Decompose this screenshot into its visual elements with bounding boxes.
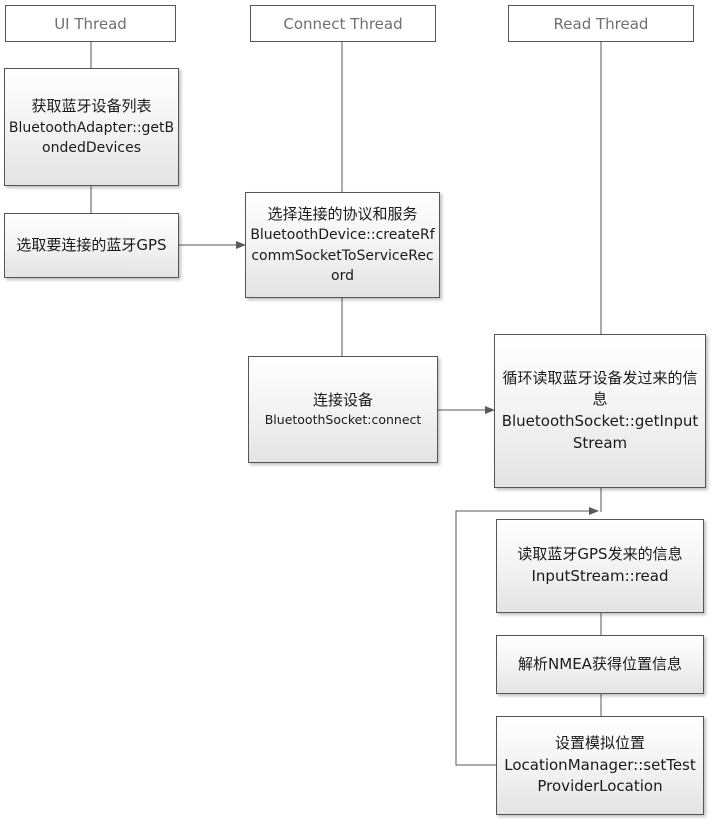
read-gps-box: 读取蓝牙GPS发来的信息 InputStream::read <box>496 519 704 613</box>
choose-protocol-title: 选择连接的协议和服务 <box>267 204 418 223</box>
parse-nmea-title: 解析NMEA获得位置信息 <box>518 654 682 673</box>
connect-device-title: 连接设备 <box>312 390 373 409</box>
get-device-list-title: 获取蓝牙设备列表 <box>31 96 152 115</box>
connect-thread-label: Connect Thread <box>250 5 436 42</box>
select-gps-title: 选取要连接的蓝牙GPS <box>16 235 167 254</box>
loop-read-title: 循环读取蓝牙设备发过来的信息 <box>502 368 698 409</box>
connect-device-box: 连接设备 BluetoothSocket:connect <box>248 356 438 463</box>
set-test-provider-location-api: LocationManager::setTestProviderLocation <box>504 755 696 796</box>
loop-back-arrow <box>455 507 599 766</box>
set-location-box: 设置模拟位置 LocationManager::setTestProviderL… <box>496 716 704 815</box>
parse-nmea-box: 解析NMEA获得位置信息 <box>496 635 704 694</box>
read-thread-label: Read Thread <box>508 5 694 42</box>
loop-read-box: 循环读取蓝牙设备发过来的信息 BluetoothSocket::getInput… <box>494 334 706 488</box>
get-bonded-devices-api: BluetoothAdapter::getBondedDevices <box>8 119 175 156</box>
socket-connect-api: BluetoothSocket:connect <box>264 412 422 428</box>
read-gps-title: 读取蓝牙GPS发来的信息 <box>517 545 683 564</box>
input-stream-read-api: InputStream::read <box>531 567 669 585</box>
create-rfcomm-socket-api: BluetoothDevice::createRfcommSocketToSer… <box>250 227 435 285</box>
get-input-stream-api: BluetoothSocket::getInputStream <box>501 412 699 452</box>
choose-protocol-box: 选择连接的协议和服务 BluetoothDevice::createRfcomm… <box>245 192 440 298</box>
get-device-list-box: 获取蓝牙设备列表 BluetoothAdapter::getBondedDevi… <box>4 68 179 186</box>
set-location-title: 设置模拟位置 <box>554 733 645 752</box>
select-gps-box: 选取要连接的蓝牙GPS <box>4 213 179 278</box>
ui-thread-label: UI Thread <box>5 5 176 42</box>
